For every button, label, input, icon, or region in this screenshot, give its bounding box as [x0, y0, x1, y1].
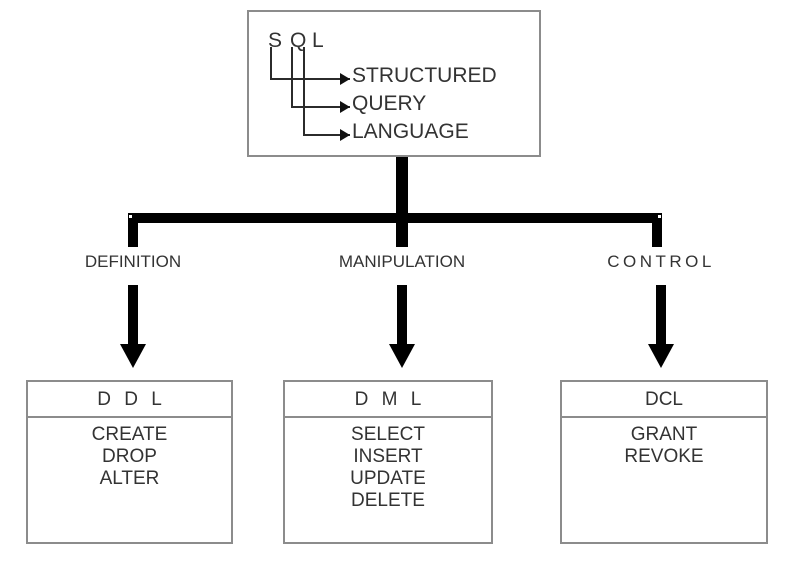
expansion-query: QUERY [352, 92, 427, 115]
bus-connector [128, 213, 662, 223]
bus-stub-definition [128, 213, 138, 247]
category-commands-ddl: CREATE DROP ALTER [28, 424, 231, 490]
branch-label-control: CONTROL [607, 252, 715, 271]
category-box-ddl: D D L CREATE DROP ALTER [26, 380, 233, 544]
category-commands-dcl: GRANT REVOKE [562, 424, 766, 468]
category-title-ddl: D D L [28, 382, 231, 418]
arrow-down-definition-icon [120, 285, 146, 368]
category-title-dml: D M L [285, 382, 491, 418]
arrow-down-manipulation-icon [389, 285, 415, 368]
expansion-language: LANGUAGE [352, 120, 469, 143]
command-item: DELETE [351, 490, 425, 511]
bus-joint-left-icon [129, 215, 132, 218]
command-item: ALTER [99, 468, 160, 489]
acronym-letter-q: Q [290, 29, 307, 52]
trunk-connector [396, 157, 408, 223]
connector-s-vertical [270, 47, 272, 80]
arrowhead-query-icon [340, 101, 350, 113]
category-box-dml: D M L SELECT INSERT UPDATE DELETE [283, 380, 493, 544]
acronym-letter-s: S [268, 29, 283, 52]
command-item: SELECT [351, 424, 425, 445]
branch-label-manipulation: MANIPULATION [338, 252, 466, 271]
sql-root-box: S Q L STRUCTURED QUERY LANGUAGE [247, 10, 541, 157]
command-item: GRANT [630, 424, 698, 445]
branch-label-definition: DEFINITION [84, 252, 182, 271]
arrowhead-language-icon [340, 129, 350, 141]
command-item: DROP [102, 446, 157, 467]
connector-l-vertical [303, 47, 305, 136]
connector-q-horizontal [291, 106, 350, 108]
category-commands-dml: SELECT INSERT UPDATE DELETE [285, 424, 491, 512]
bus-stub-control [652, 213, 662, 247]
connector-q-vertical [291, 47, 293, 108]
connector-s-horizontal [270, 78, 350, 80]
connector-l-horizontal [303, 134, 350, 136]
command-item: UPDATE [350, 468, 426, 489]
expansion-structured: STRUCTURED [352, 64, 497, 87]
bus-joint-right-icon [658, 215, 661, 218]
arrow-down-control-icon [648, 285, 674, 368]
category-title-dcl: DCL [562, 382, 766, 418]
acronym-letter-l: L [312, 29, 324, 52]
command-item: INSERT [353, 446, 423, 467]
arrowhead-structured-icon [340, 73, 350, 85]
command-item: CREATE [91, 424, 168, 445]
bus-stub-manipulation [396, 213, 408, 247]
category-box-dcl: DCL GRANT REVOKE [560, 380, 768, 544]
command-item: REVOKE [624, 446, 704, 467]
